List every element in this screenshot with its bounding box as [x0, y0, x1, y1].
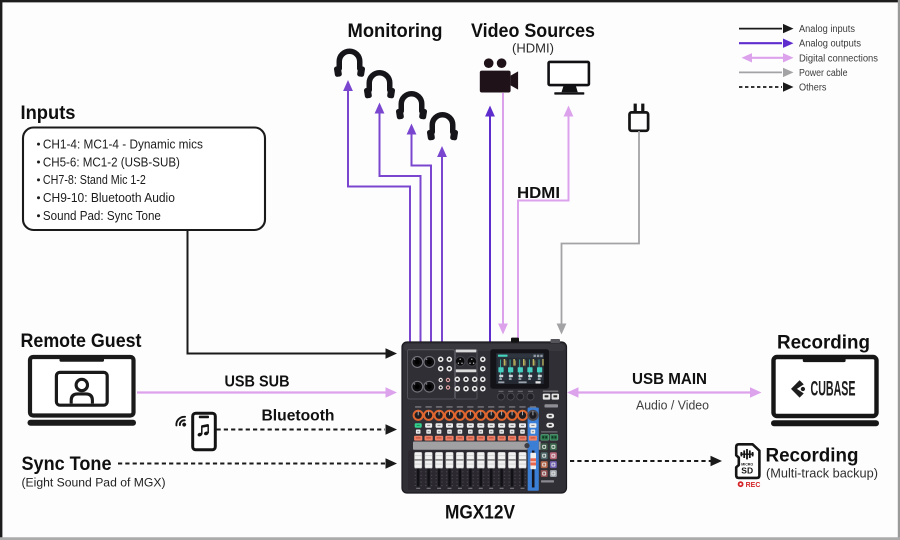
svg-text:Bluetooth: Bluetooth	[262, 408, 335, 425]
svg-text:REC: REC	[746, 482, 761, 489]
svg-text:(HDMI): (HDMI)	[512, 41, 554, 56]
svg-text:(Multi-track backup): (Multi-track backup)	[766, 466, 878, 481]
svg-text:CH9-10: Bluetooth Audio: CH9-10: Bluetooth Audio	[43, 191, 175, 205]
svg-text:Sound Pad: Sync Tone: Sound Pad: Sync Tone	[43, 209, 161, 223]
svg-text:Recording: Recording	[766, 445, 859, 467]
svg-text:Analog inputs: Analog inputs	[799, 24, 855, 35]
svg-text:Audio / Video: Audio / Video	[636, 399, 709, 413]
svg-text:Remote Guest: Remote Guest	[21, 330, 142, 352]
svg-text:Sync Tone: Sync Tone	[22, 453, 112, 475]
svg-text:Inputs: Inputs	[21, 102, 76, 124]
svg-text:Others: Others	[799, 83, 827, 94]
svg-text:USB SUB: USB SUB	[225, 374, 290, 391]
svg-text:HDMI: HDMI	[517, 185, 560, 202]
svg-text:Power cable: Power cable	[799, 68, 848, 79]
svg-text:Video Sources: Video Sources	[471, 20, 595, 42]
svg-text:MGX12V: MGX12V	[445, 502, 515, 524]
svg-text:CH5-6: MC1-2 (USB-SUB): CH5-6: MC1-2 (USB-SUB)	[43, 155, 180, 169]
svg-text:CH7-8: Stand Mic 1-2: CH7-8: Stand Mic 1-2	[43, 173, 146, 187]
svg-text:(Eight Sound Pad of MGX): (Eight Sound Pad of MGX)	[22, 476, 166, 490]
svg-text:CH1-4: MC1-4 - Dynamic mics: CH1-4: MC1-4 - Dynamic mics	[43, 137, 203, 151]
svg-text:Analog outputs: Analog outputs	[799, 39, 861, 50]
svg-text:USB MAIN: USB MAIN	[632, 371, 707, 388]
svg-text:CUBASE: CUBASE	[811, 378, 856, 401]
svg-text:Monitoring: Monitoring	[348, 20, 443, 42]
svg-text:Digital connections: Digital connections	[799, 53, 878, 64]
svg-text:SD: SD	[741, 466, 753, 476]
svg-text:MICRO: MICRO	[741, 462, 753, 466]
svg-text:Recording: Recording	[777, 332, 870, 354]
